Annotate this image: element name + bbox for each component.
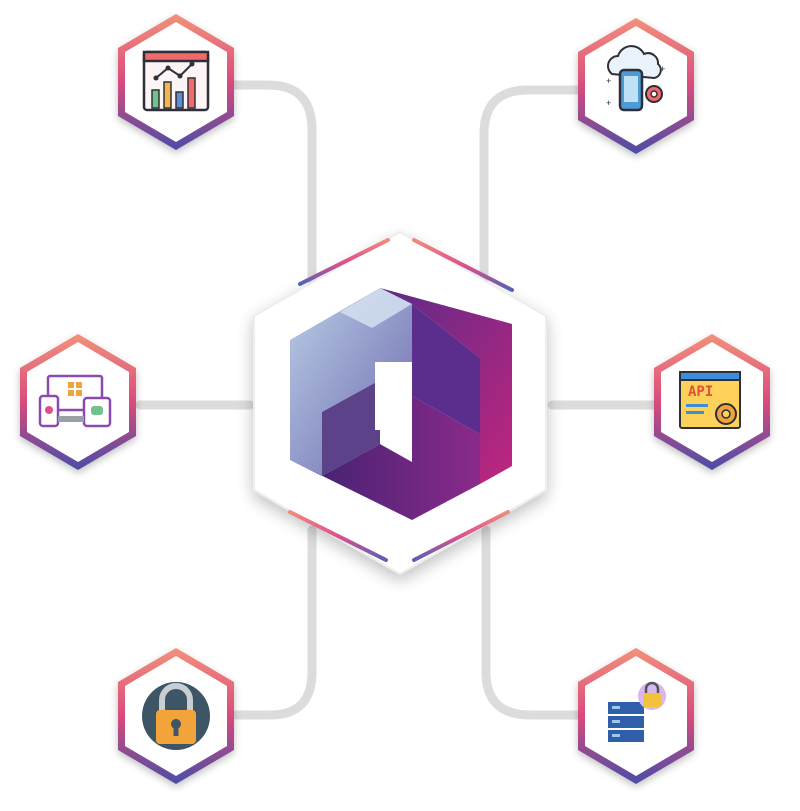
node-cloud-mobile[interactable]: + + +: [578, 18, 694, 154]
svg-text:+: +: [606, 76, 611, 86]
secure-server-icon: [608, 681, 666, 742]
connector-cloud-mobile: [479, 85, 583, 285]
hub-ring: [266, 238, 534, 562]
cube-logo-icon: [290, 288, 512, 520]
svg-text:+: +: [606, 98, 611, 108]
svg-text:+: +: [660, 64, 665, 74]
padlock-icon: [142, 682, 210, 750]
cross-platform-devices-icon: [38, 374, 112, 428]
node-security[interactable]: [118, 648, 234, 784]
connectors: [135, 80, 661, 720]
node-api[interactable]: API: [654, 334, 770, 470]
node-analytics[interactable]: [118, 14, 234, 150]
node-secure-server[interactable]: [578, 648, 694, 784]
api-gear-icon: API: [679, 371, 741, 429]
cloud-mobile-settings-icon: + + +: [606, 45, 665, 112]
connector-security: [231, 525, 317, 720]
connector-secure-server: [481, 525, 583, 720]
connector-analytics: [227, 80, 317, 285]
api-label: API: [688, 384, 713, 400]
analytics-chart-icon: [142, 50, 210, 112]
node-cross-platform[interactable]: [20, 334, 136, 470]
